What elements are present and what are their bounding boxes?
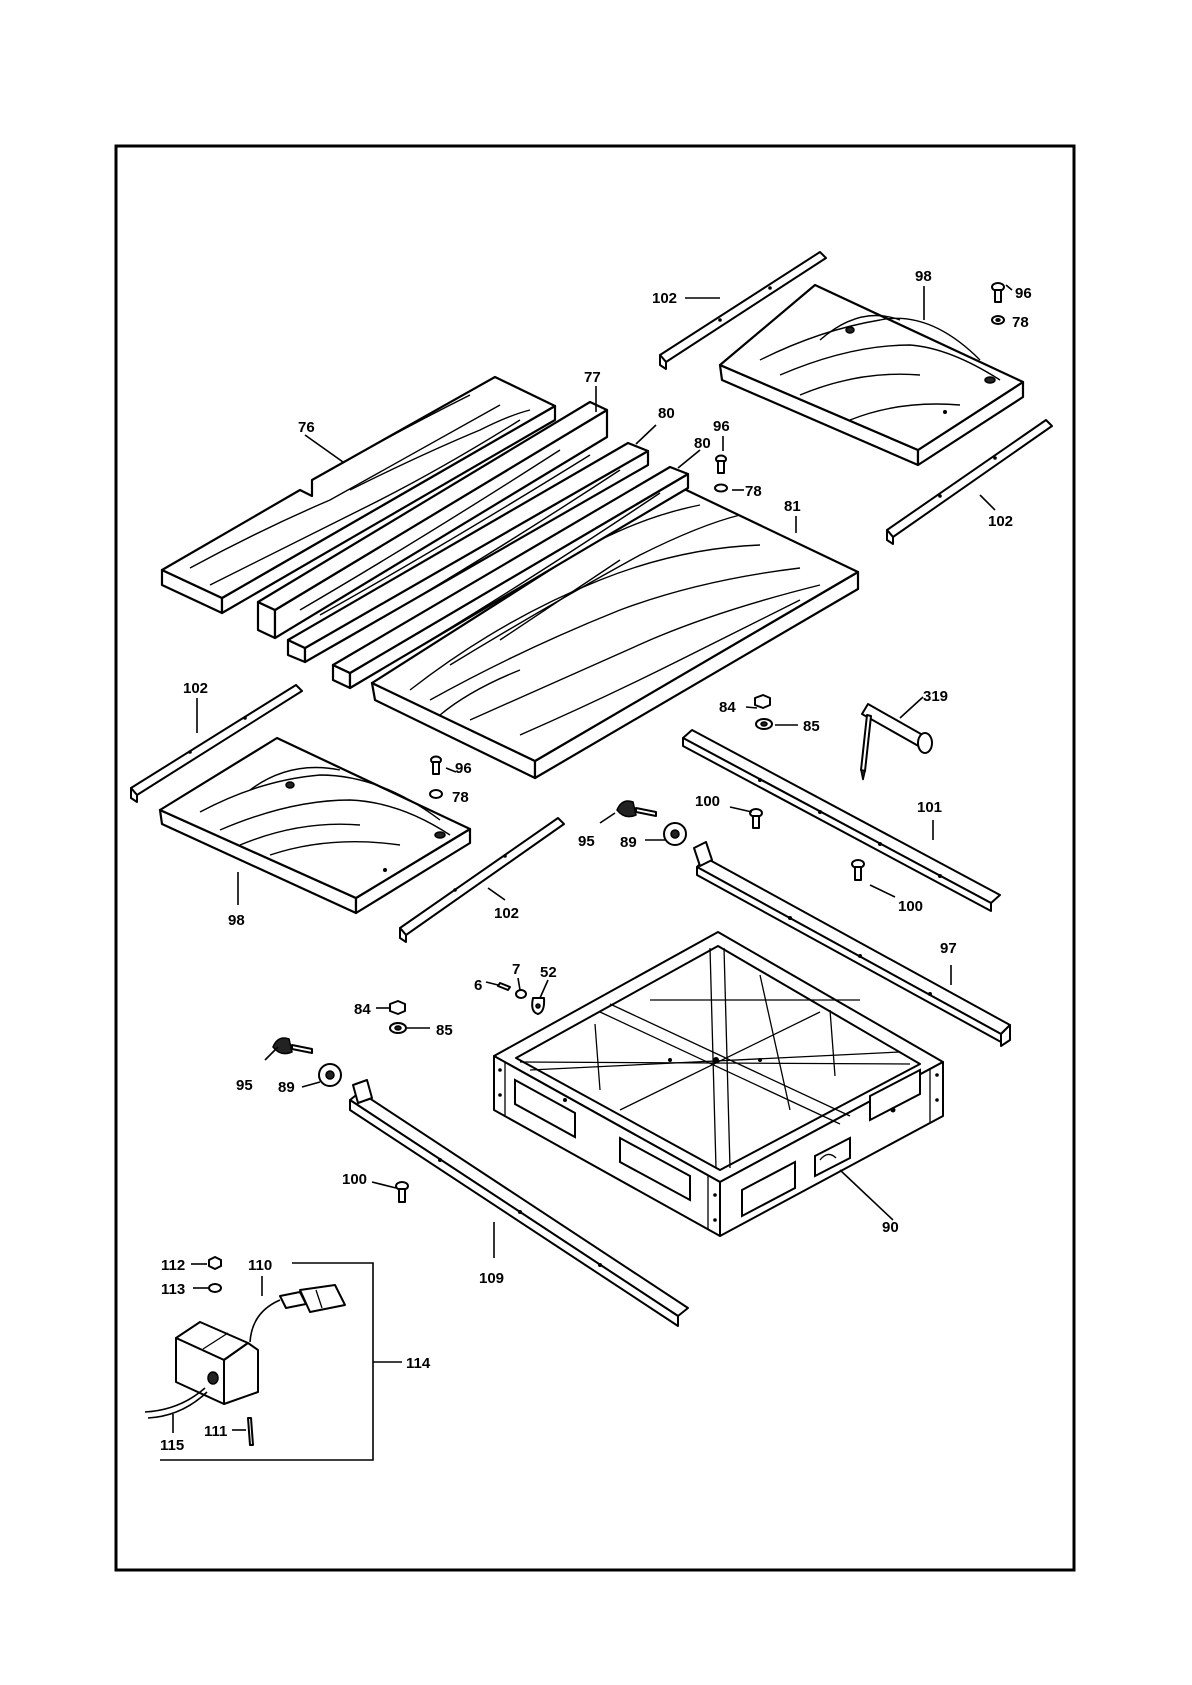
washer-85-upper	[756, 719, 772, 729]
tube-wrench-319	[861, 704, 932, 780]
label-77: 77	[584, 369, 601, 386]
extension-table-98-top	[720, 285, 1023, 465]
label-95-lower: 95	[236, 1077, 253, 1094]
label-84-upper: 84	[719, 699, 736, 716]
label-85-upper: 85	[803, 718, 820, 735]
label-7: 7	[512, 961, 520, 978]
label-100-lower: 100	[342, 1171, 367, 1188]
label-78-top: 78	[1012, 314, 1029, 331]
pin-111	[248, 1418, 253, 1445]
screw-6	[498, 983, 510, 990]
bolt-100-lower	[396, 1182, 408, 1202]
label-112: 112	[161, 1257, 185, 1274]
spacer-89-upper	[664, 823, 686, 845]
label-102-top-left: 102	[652, 290, 677, 307]
washer-7	[516, 990, 526, 998]
label-97: 97	[940, 940, 957, 957]
washer-78-top	[992, 316, 1004, 324]
label-111: 111	[204, 1423, 227, 1440]
bolt-96-top	[992, 283, 1004, 302]
label-96-left: 96	[455, 760, 472, 777]
label-78-left: 78	[452, 789, 469, 806]
label-89-upper: 89	[620, 834, 637, 851]
label-98-left: 98	[228, 912, 245, 929]
knob-95-lower	[273, 1038, 312, 1054]
label-100-middle: 100	[898, 898, 923, 915]
label-80-first: 80	[658, 405, 675, 422]
stand-frame-90	[494, 932, 943, 1236]
label-110: 110	[248, 1257, 272, 1274]
nut-84-lower	[390, 1001, 405, 1014]
plug-cable-110	[250, 1285, 345, 1342]
label-76: 76	[298, 419, 315, 436]
label-100-upper: 100	[695, 793, 720, 810]
label-80-second: 80	[694, 435, 711, 452]
label-85-lower: 85	[436, 1022, 453, 1039]
label-319: 319	[923, 688, 948, 705]
label-96-middle: 96	[713, 418, 730, 435]
nut-113	[209, 1284, 221, 1292]
label-115: 115	[160, 1437, 184, 1454]
switch-box-114	[176, 1322, 258, 1404]
label-95-upper: 95	[578, 833, 595, 850]
spacer-89-lower	[319, 1064, 341, 1086]
label-101: 101	[917, 799, 942, 816]
nut-112	[209, 1257, 221, 1269]
label-102-left: 102	[183, 680, 208, 697]
washer-78-middle	[715, 485, 727, 492]
label-90: 90	[882, 1219, 899, 1236]
label-109: 109	[479, 1270, 504, 1287]
label-98-top: 98	[915, 268, 932, 285]
bolt-96-middle	[716, 456, 726, 474]
label-102-top-right: 102	[988, 513, 1013, 530]
label-52: 52	[540, 964, 557, 981]
nut-84-upper	[755, 695, 770, 708]
washer-78-left	[430, 790, 442, 798]
label-102-bottom: 102	[494, 905, 519, 922]
washer-85-lower	[390, 1023, 406, 1033]
label-84-lower: 84	[354, 1001, 371, 1018]
label-81: 81	[784, 498, 801, 515]
bolt-100-middle	[852, 860, 864, 880]
label-96-top: 96	[1015, 285, 1032, 302]
label-114: 114	[406, 1355, 431, 1372]
label-78-middle: 78	[745, 483, 762, 500]
clip-52	[532, 998, 544, 1014]
label-113: 113	[161, 1281, 185, 1298]
label-89-lower: 89	[278, 1079, 295, 1096]
extension-table-98-left	[160, 738, 470, 913]
label-6: 6	[474, 977, 482, 994]
knob-95-upper	[617, 801, 656, 817]
bolt-96-left	[431, 757, 441, 775]
